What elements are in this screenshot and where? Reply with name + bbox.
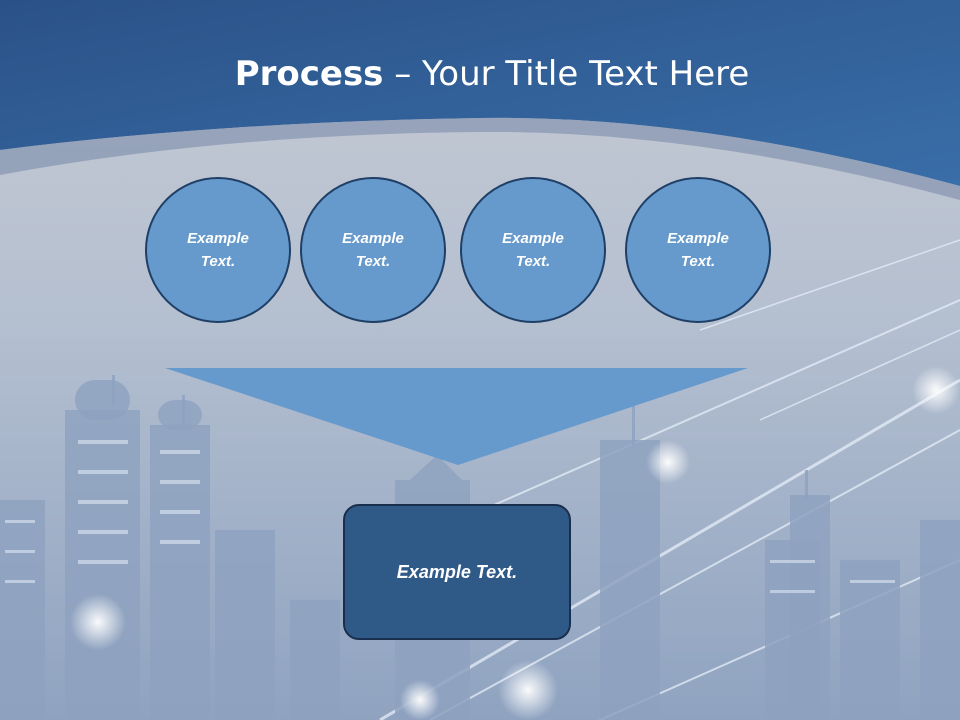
title-rest: – Your Title Text Here — [383, 54, 750, 94]
result-label: Example Text. — [396, 561, 518, 582]
result-box: Example Text. — [343, 504, 571, 640]
slide-title: Process – Your Title Text Here — [0, 52, 960, 96]
process-step-label-1: Example Text. — [187, 230, 249, 270]
title-bold: Process — [234, 54, 384, 94]
process-step-circle-2: Example Text. — [300, 177, 446, 323]
process-step-label-2: Example Text. — [342, 230, 404, 270]
process-step-circle-4: Example Text. — [625, 177, 771, 323]
process-step-label-3: Example Text. — [502, 230, 564, 270]
process-step-label-4: Example Text. — [667, 230, 729, 270]
process-step-circle-3: Example Text. — [460, 177, 606, 323]
process-step-circle-1: Example Text. — [145, 177, 291, 323]
